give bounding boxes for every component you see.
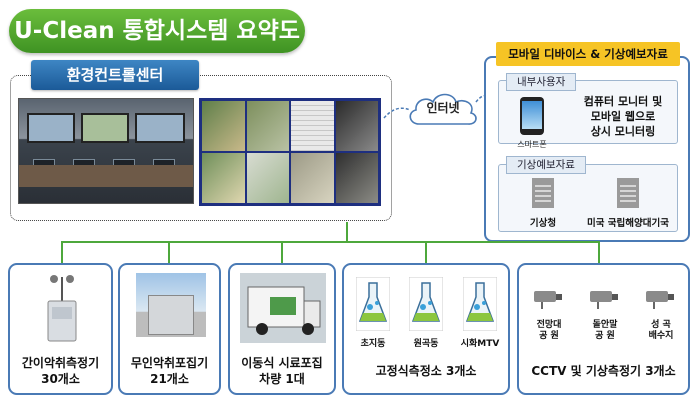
- satellite-panel: [335, 153, 378, 203]
- map-panel: [202, 101, 245, 151]
- connector-drop: [281, 241, 283, 263]
- flask-icon: [409, 277, 443, 331]
- cctv-camera-icon: [646, 291, 674, 309]
- devices-label: 모바일 디바이스 & 기상예보자료: [496, 42, 680, 66]
- station-cctv-weather: CCTV 및 기상측정기 3개소: [517, 263, 690, 395]
- smartphone-icon: [520, 97, 544, 135]
- sampler-enclosure: [148, 295, 194, 335]
- internet-label: 인터넷: [426, 101, 460, 115]
- building-icon: [532, 178, 554, 208]
- station-caption: CCTV 및 기상측정기 3개소: [531, 364, 676, 378]
- flask-icon: [463, 277, 497, 331]
- internal-users-tag: 내부사용자: [506, 73, 577, 91]
- map-panel: [291, 153, 334, 203]
- station-mobile-vehicle: 이동식 시료포집 차량 1대: [228, 263, 336, 395]
- site-observatory-park: 전망대 공 원: [536, 320, 562, 341]
- site-sihwa-mtv: 시화MTV: [460, 339, 500, 349]
- station-caption: 간이악취측정기 30개소: [21, 356, 100, 386]
- data-table-panel: [291, 101, 334, 151]
- site-wongokdong: 원곡동: [413, 339, 439, 349]
- forecast-panel: [498, 164, 678, 232]
- flask-icon: [356, 277, 390, 331]
- link-internet-to-devices: [475, 94, 489, 103]
- sampling-vehicle-icon: [240, 273, 326, 343]
- forecast-source-noaa: 미국 국립해양대기국: [587, 218, 669, 229]
- connector-trunk: [346, 222, 348, 242]
- diagram-title: U-Clean 통합시스템 요약도: [9, 9, 305, 53]
- station-odor-sensor: 간이악취측정기 30개소: [8, 263, 113, 395]
- wall-screen: [27, 113, 75, 143]
- station-unmanned-sampler: 무인악취포집기 21개소: [118, 263, 221, 395]
- odor-sensor-icon: [47, 275, 77, 342]
- map-panel: [202, 153, 245, 203]
- forecast-tag: 기상예보자료: [506, 156, 586, 174]
- control-room-photo: [18, 98, 194, 204]
- connector-drop: [598, 241, 600, 263]
- connector-drop: [168, 241, 170, 263]
- connector-drop: [61, 241, 63, 263]
- wall-screen: [81, 113, 129, 143]
- cctv-camera-icon: [590, 291, 618, 309]
- site-dolanmal-park: 돌안말 공 원: [592, 320, 618, 341]
- station-caption: 고정식측정소 3개소: [375, 364, 477, 378]
- site-seonggok-reservoir: 성 곡 배수지: [648, 320, 674, 341]
- station-caption: 무인악취포집기 21개소: [130, 356, 209, 386]
- smartphone-caption: 스마트폰: [517, 140, 547, 149]
- control-center-label: 환경컨트롤센터: [31, 60, 199, 90]
- internet-cloud-icon: [409, 93, 477, 125]
- connector-drop: [425, 241, 427, 263]
- station-caption: 이동식 시료포집 차량 1대: [241, 356, 323, 386]
- building-icon: [617, 178, 639, 208]
- connector-bus: [61, 241, 599, 243]
- satellite-panel: [335, 101, 378, 151]
- sampler-photo: [136, 273, 206, 337]
- control-desk: [19, 165, 193, 187]
- site-chojidong: 초지동: [360, 339, 386, 349]
- forecast-source-kma: 기상청: [529, 218, 557, 229]
- wall-screen: [135, 113, 185, 143]
- cctv-camera-icon: [534, 291, 562, 309]
- monitoring-screen-grid: [199, 98, 381, 206]
- link-control-to-internet: [383, 107, 411, 119]
- map-panel: [246, 153, 289, 203]
- map-panel: [246, 101, 289, 151]
- monitoring-description: 컴퓨터 모니터 및 모바일 웹으로 상시 모니터링: [583, 95, 663, 138]
